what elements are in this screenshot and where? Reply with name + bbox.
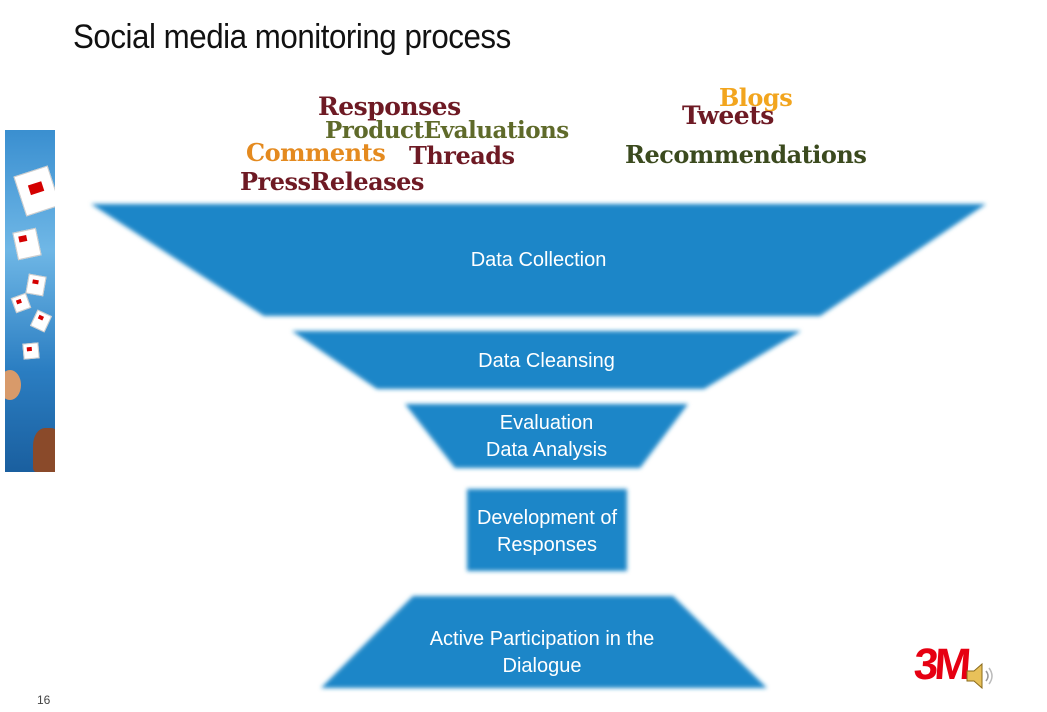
stage-active-participation [321, 596, 767, 688]
word-comments: Comments [246, 138, 386, 167]
word-recommendations: Recommendations [625, 140, 867, 169]
word-tweets: Tweets [682, 101, 774, 130]
slide-title: Social media monitoring process [73, 18, 511, 56]
page-number: 16 [37, 693, 51, 707]
stage-label-data-collection: Data Collection [470, 249, 607, 271]
stage-development [467, 489, 627, 571]
stage-evaluation [405, 404, 688, 468]
stage-data-cleansing [292, 331, 801, 389]
speaker-icon[interactable] [965, 660, 995, 692]
word-press-releases: PressReleases [240, 167, 424, 196]
stage-label-evaluation: Evaluation Data Analysis [485, 412, 608, 461]
stage-label-development: Development of Responses [476, 507, 618, 556]
stage-label-data-cleansing: Data Cleansing [478, 350, 615, 372]
flags-photo [5, 130, 55, 472]
word-threads: Threads [409, 141, 515, 170]
word-responses: Responses [318, 92, 461, 121]
stage-label-active-participation: Active Participation in the Dialogue [429, 628, 655, 677]
word-product-evaluations: ProductEvaluations [325, 117, 569, 144]
stage-data-collection [91, 204, 986, 316]
3m-logo: 3M [912, 640, 969, 689]
word-blogs: Blogs [719, 83, 793, 112]
